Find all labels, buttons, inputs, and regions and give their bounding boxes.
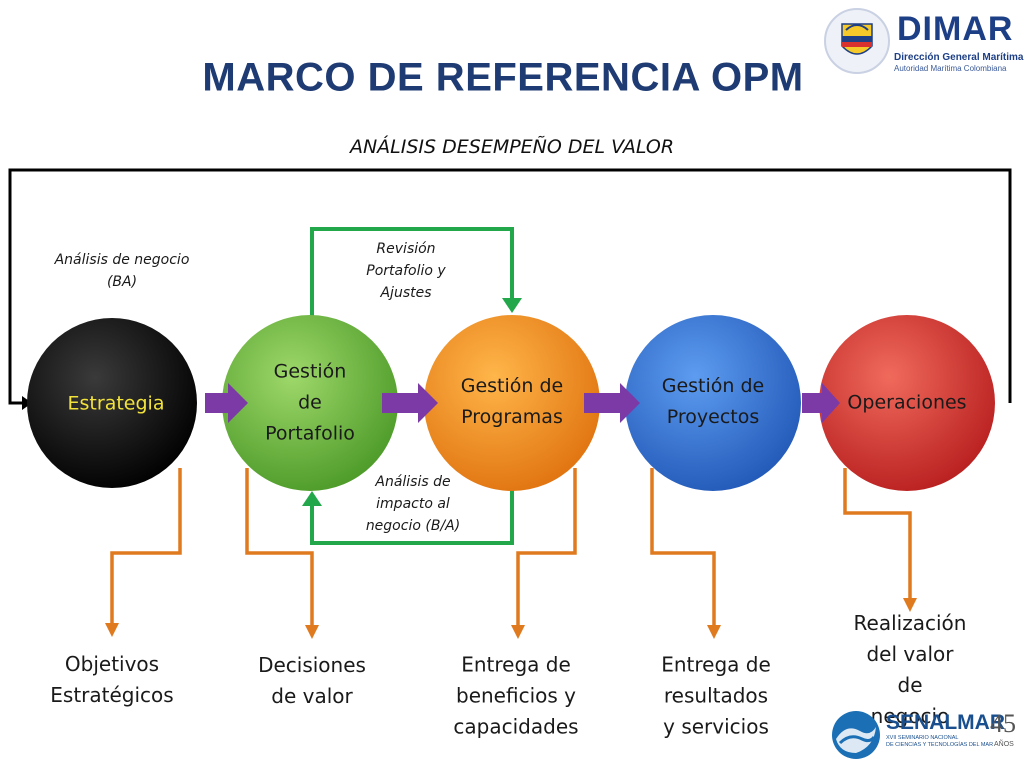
output-label-value-decisions: Decisiones de valor: [258, 653, 366, 708]
dimar-subtitle: Dirección General Marítima: [894, 52, 1024, 63]
page-title: MARCO DE REFERENCIA OPM: [202, 55, 804, 100]
impact-analysis-arrowhead: [302, 491, 322, 506]
output-label-results-delivery: Entrega de resultados y servicios: [661, 652, 771, 739]
portfolio-review-arrowhead: [502, 298, 522, 313]
portfolio-review-loop: [310, 227, 514, 318]
connector-arrow-1: [205, 383, 248, 423]
output-arrow-portfolio: [245, 468, 319, 639]
annotation-impact-analysis: Análisis de impacto al negocio (B/A): [365, 474, 461, 534]
stage-label-strategy: Estrategia: [67, 392, 165, 415]
stage-circle-operations: [819, 315, 995, 491]
stage-circle-portfolio: [222, 315, 398, 491]
dimar-emblem-icon: [824, 8, 890, 74]
stage-circle-programs: [424, 315, 600, 491]
value-performance-label: ANÁLISIS DESEMPEÑO DEL VALOR: [349, 136, 675, 158]
stage-label-programs: Gestión de Programas: [460, 375, 564, 428]
output-arrow-strategy: [105, 468, 182, 637]
output-label-strategic-objectives: Objetivos Estratégicos: [50, 652, 174, 707]
stage-circle-projects: [625, 315, 801, 491]
impact-analysis-loop: [310, 490, 514, 545]
senalmar-years-label: AÑOS: [994, 741, 1014, 748]
output-arrow-programs: [511, 468, 577, 639]
connector-arrow-2: [382, 383, 438, 423]
output-arrow-projects: [650, 468, 721, 639]
annotation-portfolio-review: Revisión Portafolio y Ajustes: [366, 241, 446, 301]
annotation-business-analysis: Análisis de negocio (BA): [54, 252, 190, 290]
stage-label-portfolio: Gestión de Portafolio: [265, 360, 355, 445]
stage-label-operations: Operaciones: [847, 391, 967, 414]
dimar-tagline: Autoridad Marítima Colombiana: [894, 64, 1007, 73]
senalmar-years: 45: [990, 709, 1016, 738]
senalmar-wave-icon: [832, 711, 880, 759]
senalmar-subtitle: XVII SEMINARIO NACIONAL DE CIENCIAS Y TE…: [886, 735, 994, 748]
output-label-value-realization: Realización del valor de negocio: [853, 611, 967, 728]
connector-arrow-3: [584, 383, 640, 423]
performance-feedback-loop: [8, 168, 1012, 405]
connector-arrow-4: [802, 383, 840, 423]
dimar-wordmark: DIMAR: [897, 10, 1014, 48]
dimar-logo: DIMAR Dirección General Marítima Autorid…: [822, 6, 1024, 76]
output-arrow-operations: [843, 468, 917, 612]
stage-circle-strategy: [27, 318, 197, 488]
senalmar-wordmark: SENALMAR: [886, 711, 1005, 734]
stage-label-projects: Gestión de Proyectos: [661, 375, 765, 428]
senalmar-logo: SENALMAR XVII SEMINARIO NACIONAL DE CIEN…: [830, 707, 1020, 765]
output-label-benefits-delivery: Entrega de beneficios y capacidades: [453, 652, 579, 739]
